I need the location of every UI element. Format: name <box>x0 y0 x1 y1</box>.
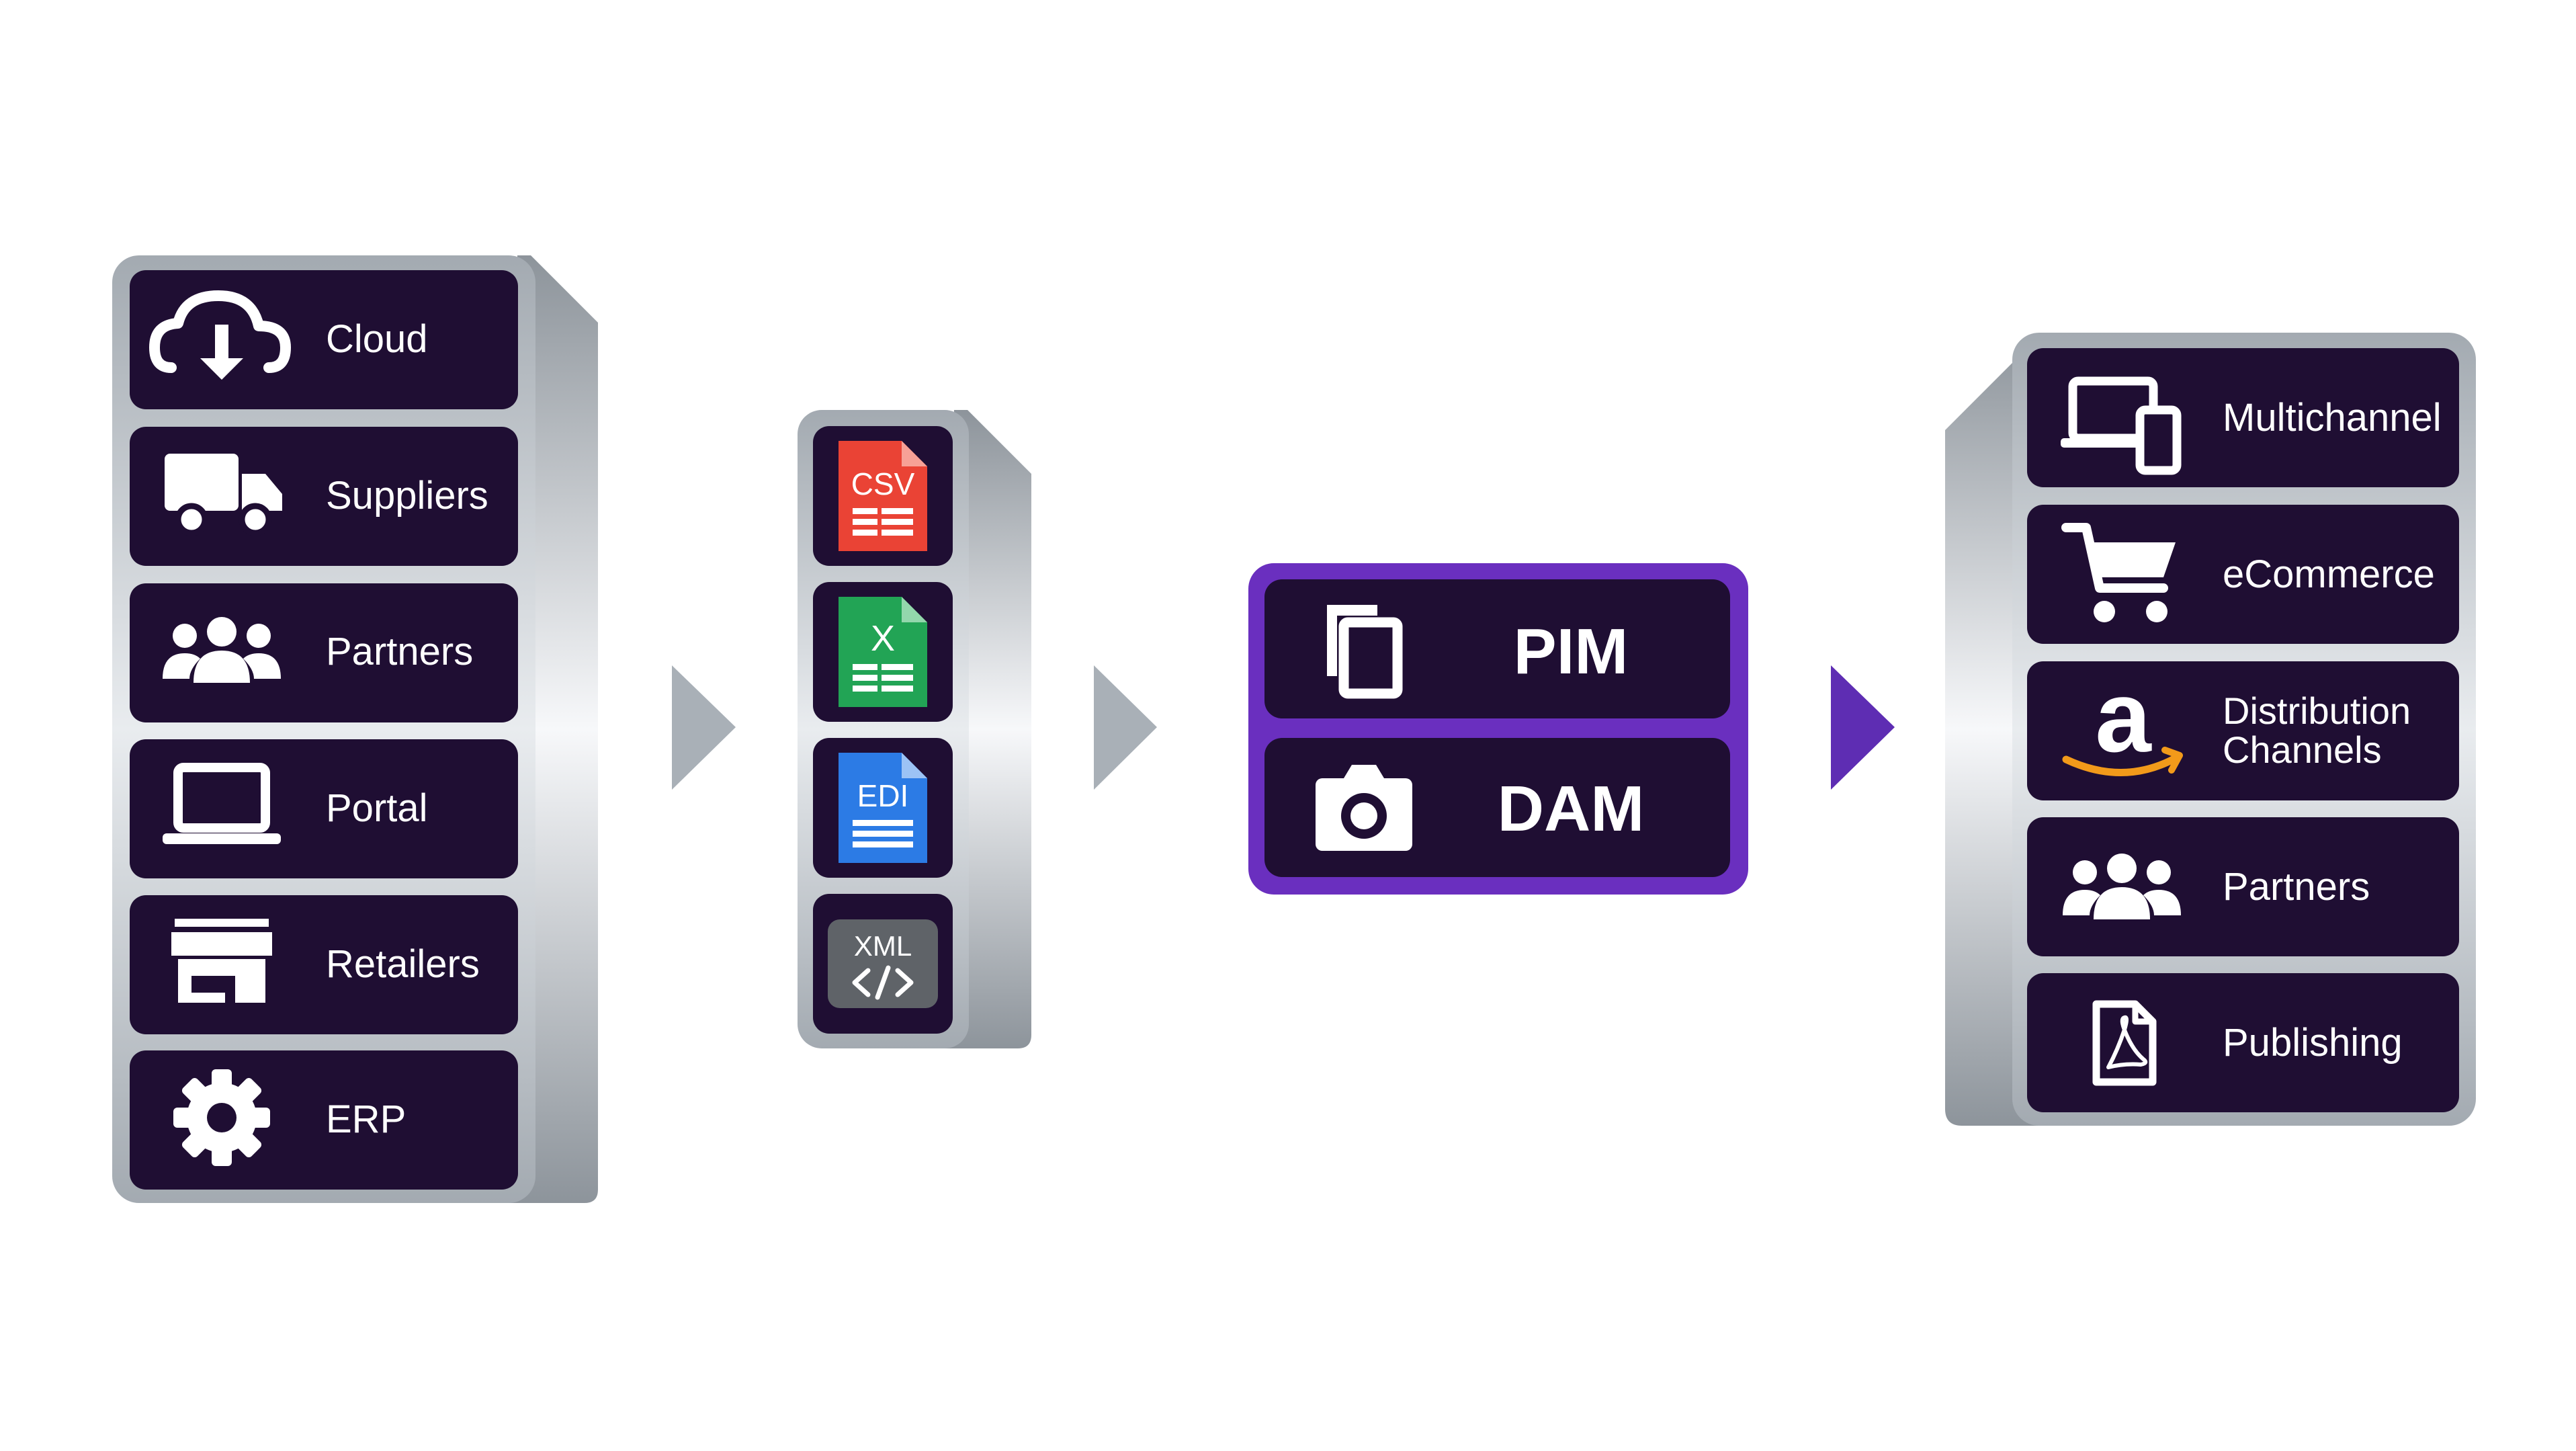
source-tile-portal[interactable] <box>130 739 518 878</box>
source-label-suppliers: Suppliers <box>326 474 488 517</box>
output-label-publishing: Publishing <box>2223 1021 2403 1065</box>
hub-tile-pim[interactable] <box>1264 579 1730 718</box>
amazon-icon: a <box>2062 660 2183 776</box>
xml-file-label: XML <box>854 930 912 962</box>
arrow-formats-to-hub <box>1094 665 1157 790</box>
camera-icon <box>1316 765 1412 851</box>
people-icon <box>163 617 281 683</box>
csv-file-label: CSV <box>851 466 915 501</box>
truck-icon <box>165 454 282 536</box>
csv-file-icon: CSV <box>839 441 927 551</box>
edi-file-label: EDI <box>857 778 909 813</box>
source-label-retailers: Retailers <box>326 942 480 986</box>
output-tile-ecommerce[interactable] <box>2027 505 2459 644</box>
edi-file-icon: EDI <box>839 753 927 863</box>
output-label-distribution: Distribution Channels <box>2223 689 2411 771</box>
store-icon <box>171 919 272 1003</box>
xml-file-icon: XML <box>828 919 938 1008</box>
output-label-partners: Partners <box>2223 865 2370 909</box>
excel-file-icon: X <box>839 597 927 707</box>
source-label-erp: ERP <box>326 1097 406 1141</box>
output-label-ecommerce: eCommerce <box>2223 552 2435 596</box>
source-tile-cloud[interactable] <box>130 270 518 409</box>
hub-label-dam: DAM <box>1497 773 1645 845</box>
people-icon <box>2063 854 2181 919</box>
output-tile-distribution[interactable] <box>2027 661 2459 800</box>
source-label-partners: Partners <box>326 630 474 673</box>
source-label-portal: Portal <box>326 786 428 830</box>
formats-stack-face <box>798 410 969 1048</box>
excel-file-label: X <box>871 618 895 659</box>
laptop-icon <box>163 763 281 844</box>
output-label-multichannel: Multichannel <box>2223 396 2442 440</box>
cart-icon <box>2061 523 2176 622</box>
formats-stack <box>798 410 1031 1048</box>
svg-text:a: a <box>2095 660 2152 773</box>
output-tile-partners[interactable] <box>2027 817 2459 956</box>
hub-label-pim: PIM <box>1513 616 1629 688</box>
arrow-hub-to-outputs <box>1831 665 1895 790</box>
copy-icon <box>1327 605 1403 699</box>
cloud-download-icon <box>149 290 291 380</box>
gear-icon <box>173 1069 270 1166</box>
output-tiles <box>2027 348 2459 1112</box>
devices-icon <box>2061 376 2182 475</box>
source-label-cloud: Cloud <box>326 317 428 361</box>
pdf-file-icon <box>2092 1000 2157 1086</box>
source-tile-retailers[interactable] <box>130 895 518 1034</box>
arrow-sources-to-formats <box>672 665 736 790</box>
